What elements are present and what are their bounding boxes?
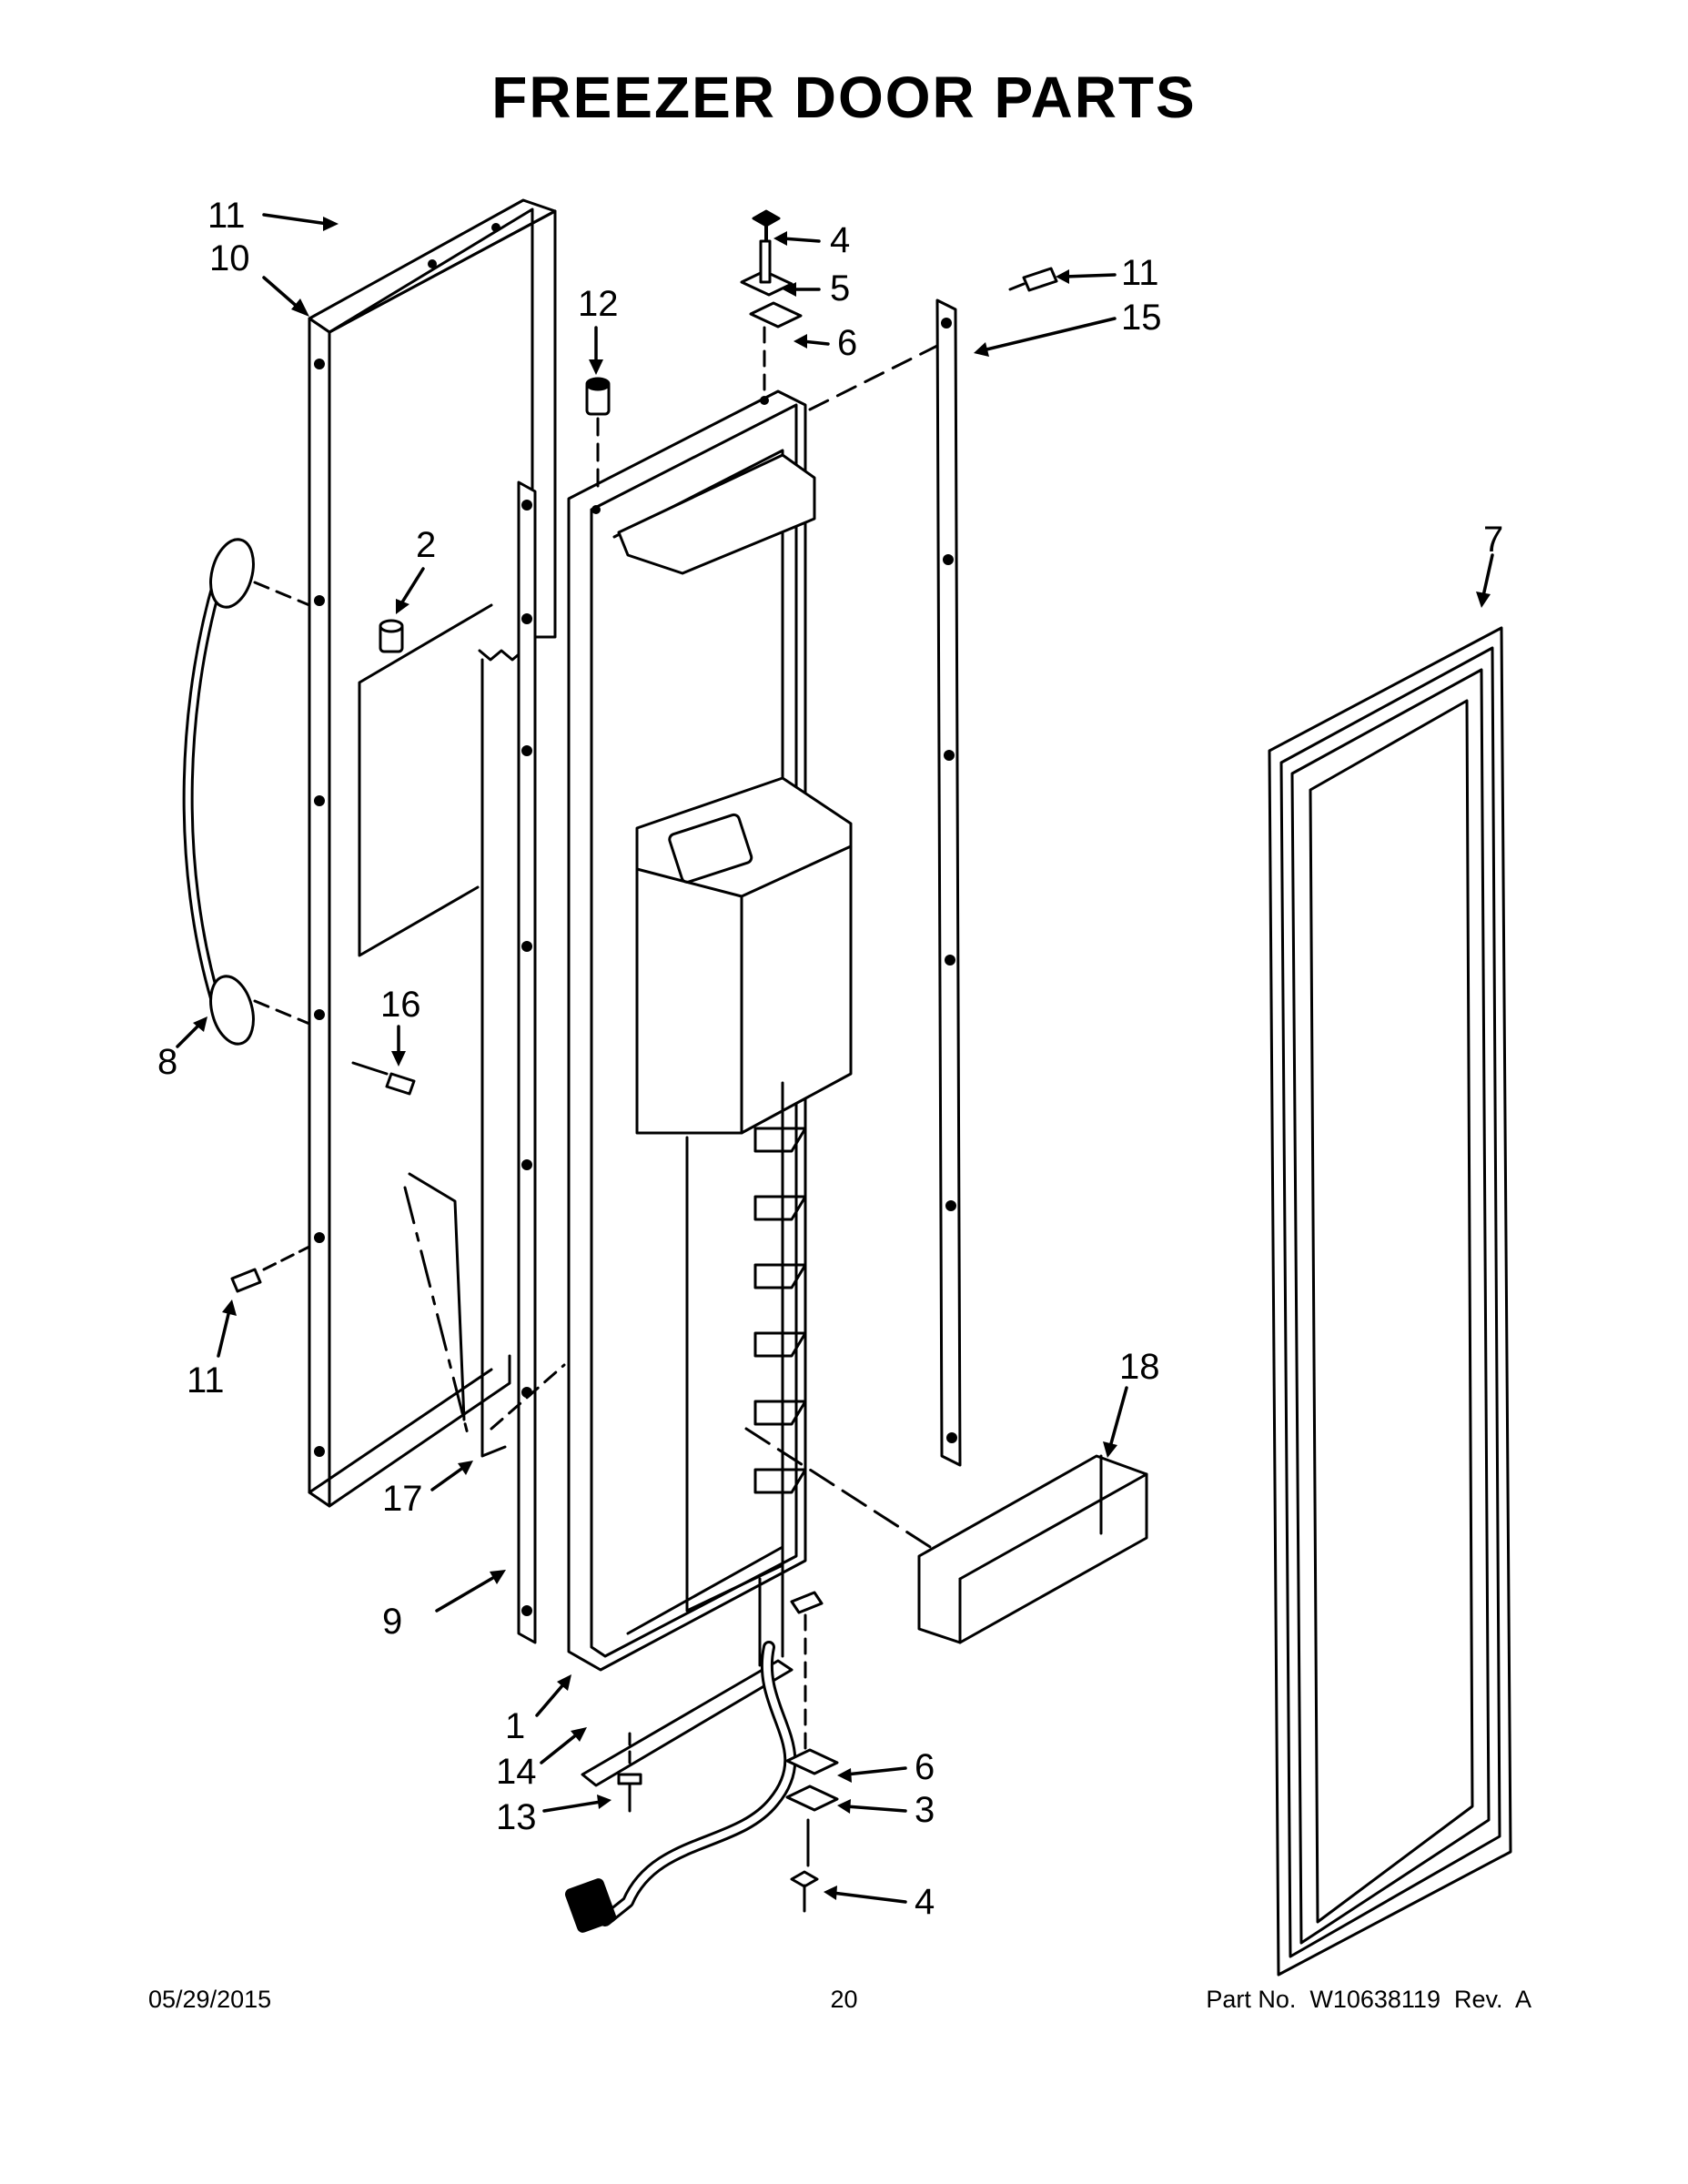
callout-11-top-right: 11 — [1121, 253, 1159, 293]
callout-13: 13 — [496, 1797, 537, 1837]
part-door-assembly-1 — [567, 389, 853, 1672]
leader-dash-strip — [490, 1363, 566, 1431]
callout-10: 10 — [209, 238, 250, 278]
part-screw-11-top-right — [1008, 267, 1058, 292]
callout-8: 8 — [157, 1042, 177, 1082]
callout-11-lower-left: 11 — [187, 1360, 225, 1400]
callout-17: 17 — [382, 1479, 423, 1519]
callout-4-bottom: 4 — [915, 1882, 935, 1922]
callout-3: 3 — [915, 1790, 935, 1830]
part-plug-2 — [379, 619, 404, 653]
part-gasket-7 — [1268, 626, 1512, 1977]
part-handle-8 — [182, 538, 311, 1046]
part-inner-panel — [358, 603, 525, 1421]
callout-6-top: 6 — [837, 323, 857, 363]
part-bottom-hinge-group — [564, 1545, 839, 1933]
part-liner-17 — [480, 658, 507, 1458]
part-strip-9 — [517, 480, 537, 1644]
callout-6-bottom: 6 — [915, 1747, 935, 1787]
callout-14: 14 — [496, 1752, 537, 1792]
footer-page-number: 20 — [830, 1986, 858, 2013]
callout-15: 15 — [1121, 298, 1162, 338]
callout-5: 5 — [830, 268, 850, 308]
callout-leaders — [176, 213, 1494, 1904]
leader-dash-panel — [403, 1186, 470, 1440]
leader-dash-hinge — [808, 344, 939, 411]
page-title: FREEZER DOOR PARTS — [491, 65, 1197, 130]
callout-11-top-left: 11 — [207, 196, 246, 236]
part-strip-15 — [935, 298, 962, 1467]
callout-2: 2 — [416, 525, 436, 565]
footer-part-number: Part No. W10638119 Rev. A — [1206, 1986, 1531, 2013]
part-stop-12 — [585, 377, 611, 493]
part-screw-11-lower-left — [230, 1245, 311, 1293]
callout-labels: 11 10 12 4 5 6 11 15 2 7 16 8 11 18 17 9… — [157, 196, 1503, 1922]
part-top-hinge-group — [740, 209, 803, 402]
callout-9: 9 — [382, 1602, 402, 1642]
callout-4-top: 4 — [830, 220, 850, 260]
part-door-shelf-ribs — [753, 1127, 807, 1494]
part-screw-16 — [351, 1061, 416, 1096]
part-screw-13 — [617, 1732, 642, 1813]
part-door-bin-18 — [744, 1427, 1148, 1644]
callout-18: 18 — [1119, 1347, 1160, 1387]
part-door-frame-10 — [308, 198, 557, 1508]
footer-date: 05/29/2015 — [148, 1986, 272, 2013]
callout-16: 16 — [380, 985, 421, 1025]
callout-1: 1 — [505, 1706, 525, 1746]
callout-7: 7 — [1483, 520, 1503, 560]
callout-12: 12 — [578, 284, 619, 324]
